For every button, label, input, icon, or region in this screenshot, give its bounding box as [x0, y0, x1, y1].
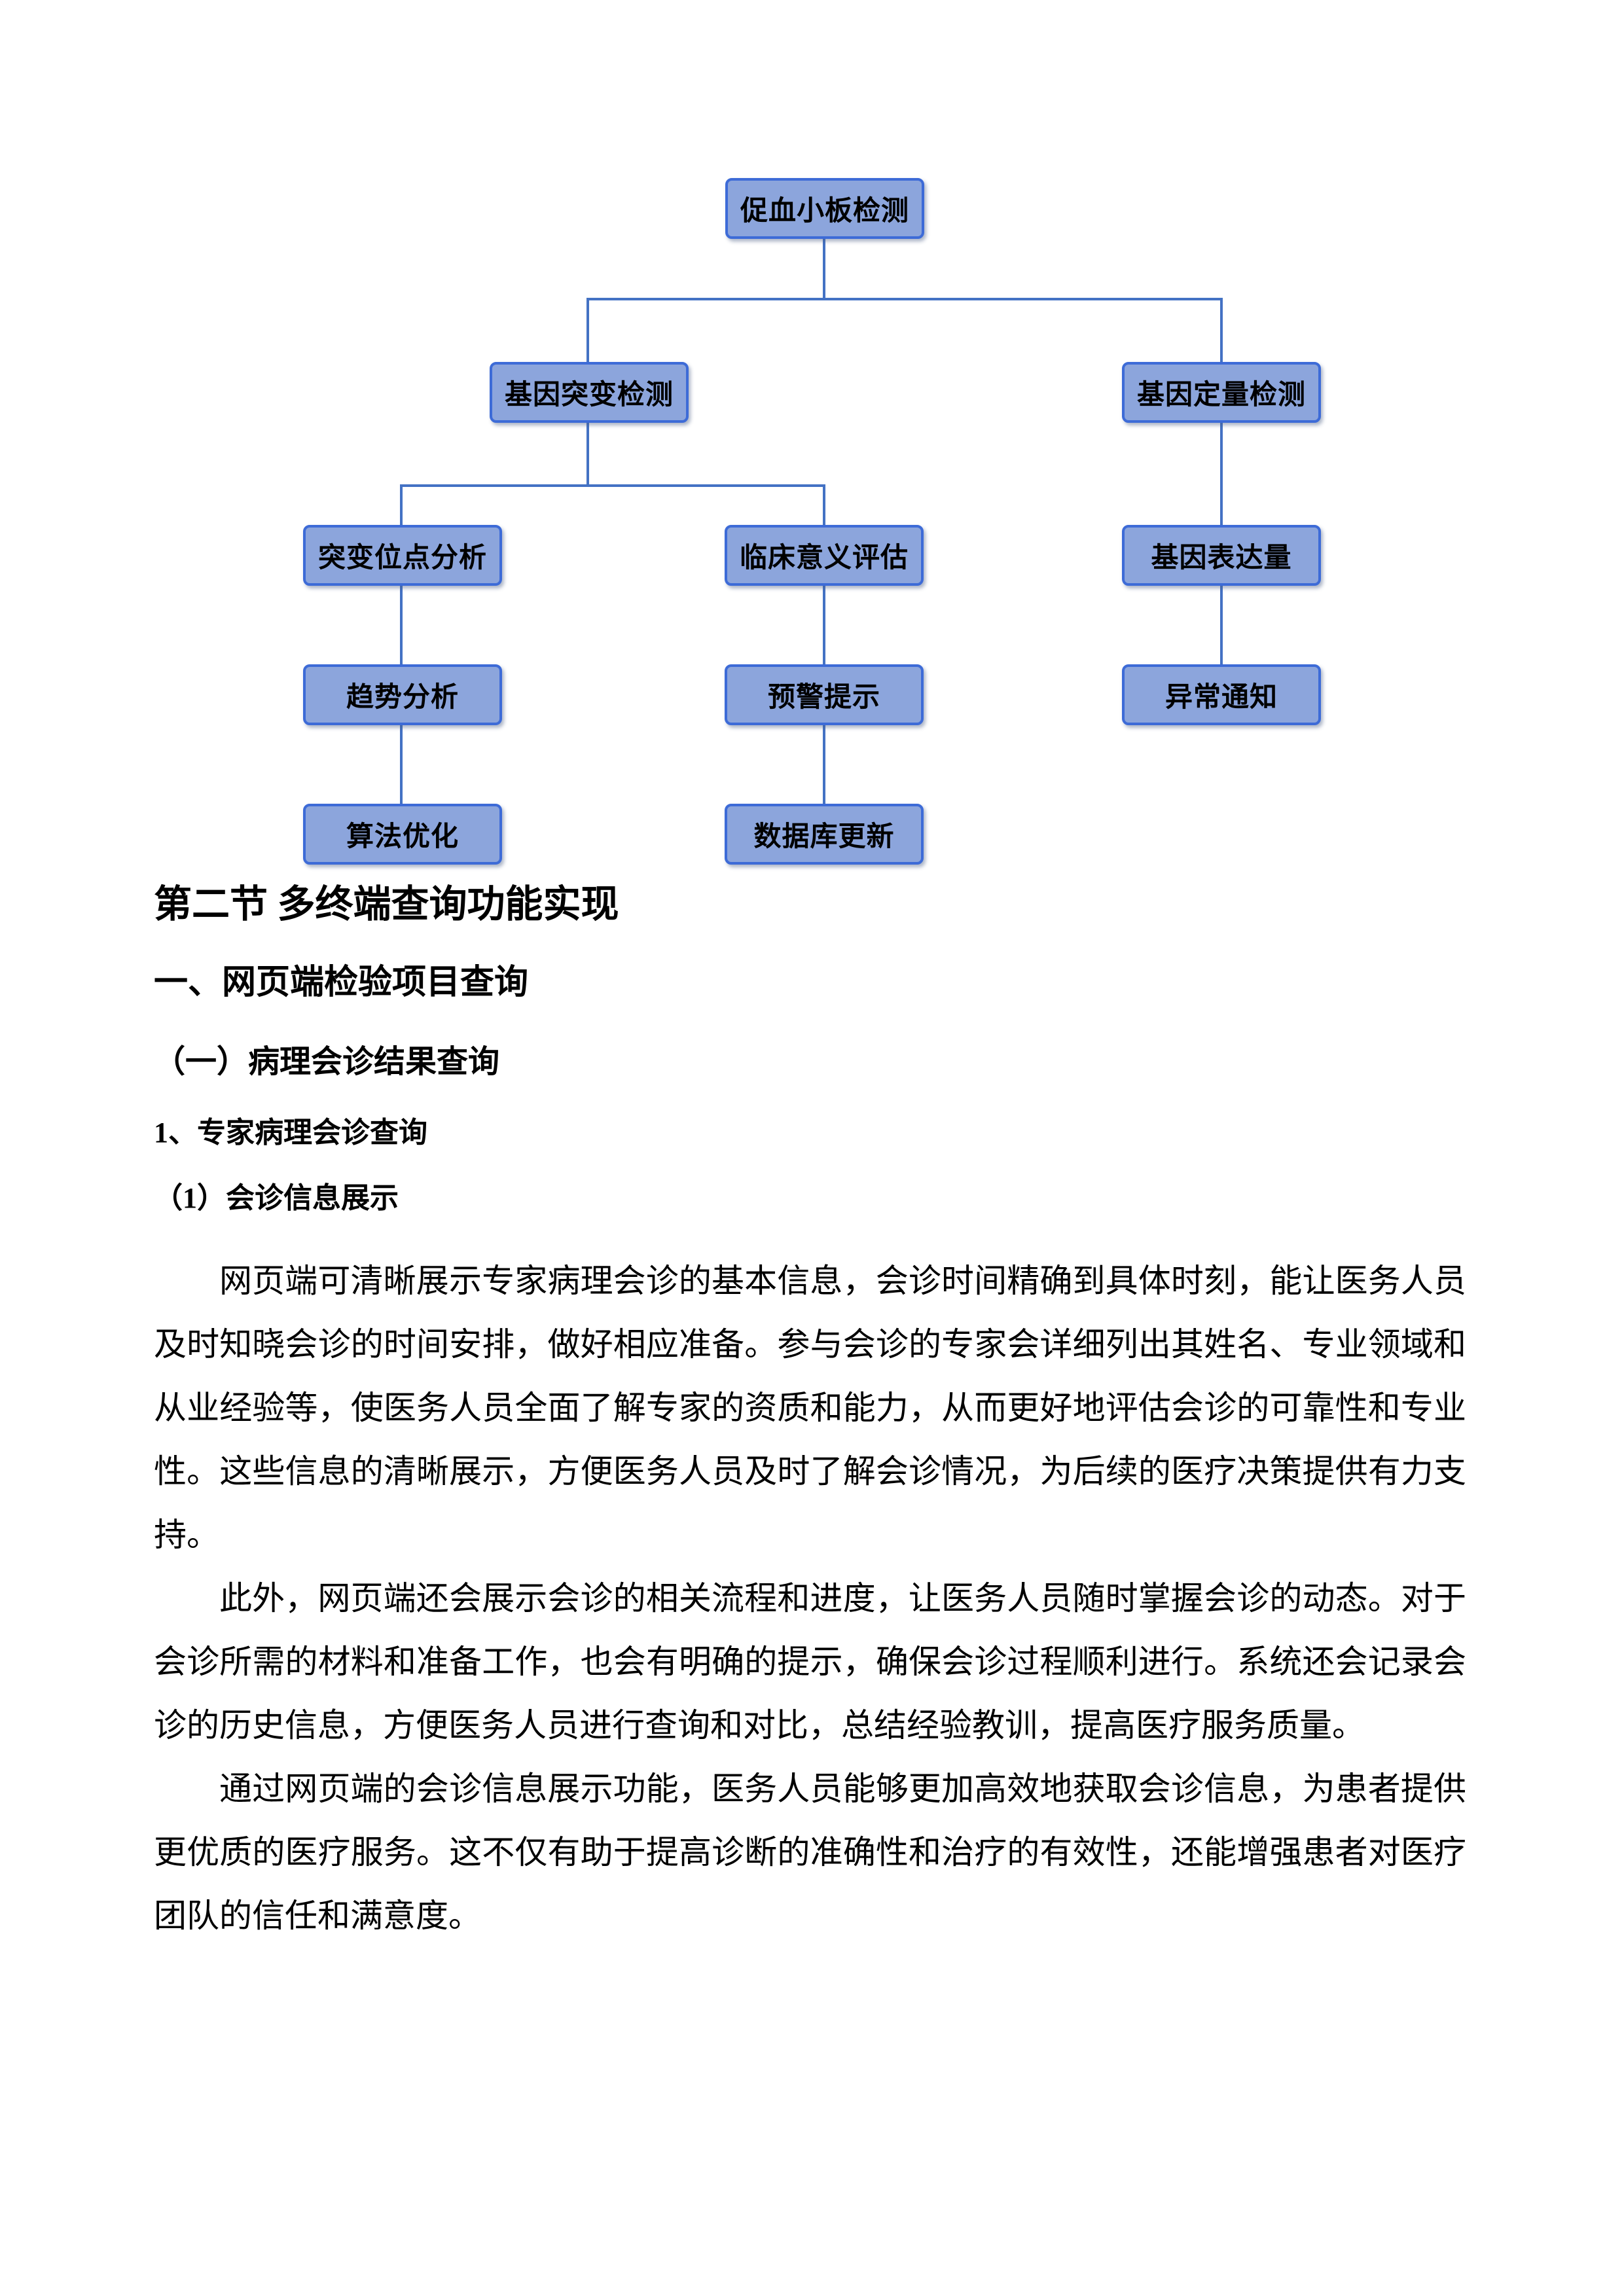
connector-line [1220, 298, 1223, 365]
flow-node-gene-expression: 基因表达量 [1122, 525, 1321, 586]
flow-node-site-analysis: 突变位点分析 [303, 525, 502, 586]
heading-level3: （一）病理会诊结果查询 [154, 1045, 500, 1080]
flow-node-database-update: 数据库更新 [725, 804, 924, 865]
flow-node-algorithm-optimization: 算法优化 [303, 804, 502, 865]
connector-line [823, 484, 825, 528]
connector-line [586, 422, 589, 487]
connector-line [1220, 584, 1223, 667]
connector-line [400, 484, 403, 528]
connector-line [400, 584, 403, 667]
flow-node-clinical-evaluation: 临床意义评估 [725, 525, 924, 586]
document-body: 第二节 多终端查询功能实现 一、网页端检验项目查询 （一）病理会诊结果查询 1、… [154, 883, 1466, 1948]
heading-level5: （1）会诊信息展示 [154, 1182, 399, 1215]
flow-node-mutation-detection: 基因突变检测 [490, 362, 689, 423]
connector-line [586, 298, 589, 365]
paragraph-3: 通过网页端的会诊信息展示功能，医务人员能够更加高效地获取会诊信息，为患者提供更优… [154, 1770, 1466, 1935]
heading-section: 第二节 多终端查询功能实现 [154, 883, 619, 925]
paragraph-1: 网页端可清晰展示专家病理会诊的基本信息，会诊时间精确到具体时刻，能让医务人员及时… [154, 1263, 1466, 1554]
connector-line [586, 298, 1223, 300]
connector-line [823, 584, 825, 667]
flow-node-abnormal-notice: 异常通知 [1122, 664, 1321, 725]
flow-node-warning-prompt: 预警提示 [725, 664, 924, 725]
flow-node-root: 促血小板检测 [725, 178, 924, 239]
heading-level4: 1、专家病理会诊查询 [154, 1116, 427, 1149]
flow-node-trend-analysis: 趋势分析 [303, 664, 502, 725]
heading-level2: 一、网页端检验项目查询 [154, 963, 529, 1001]
connector-line [400, 484, 825, 487]
connector-line [823, 238, 825, 300]
flow-node-quantitative-detection: 基因定量检测 [1122, 362, 1321, 423]
paragraph-2: 此外，网页端还会展示会诊的相关流程和进度，让医务人员随时掌握会诊的动态。对于会诊… [154, 1580, 1466, 1744]
connector-line [823, 724, 825, 806]
flowchart-diagram: 促血小板检测 基因突变检测 基因定量检测 突变位点分析 临床意义评估 基因表达量… [0, 0, 1624, 884]
connector-line [400, 724, 403, 806]
connector-line [1220, 422, 1223, 528]
